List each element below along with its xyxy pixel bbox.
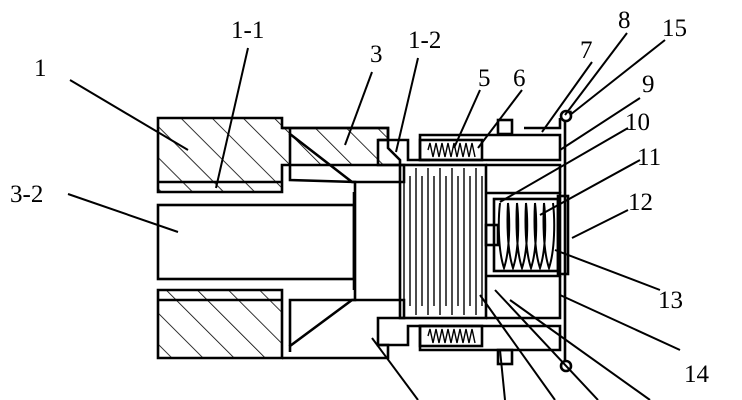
label-1: 1 — [34, 55, 47, 82]
coil-turns — [497, 202, 556, 272]
label-12: 12 — [628, 189, 653, 216]
spring-cup — [484, 191, 570, 278]
label-9: 9 — [642, 71, 655, 98]
label-11: 11 — [637, 144, 661, 171]
shaft — [156, 192, 356, 290]
label-3: 3 — [370, 41, 383, 68]
spring-bottom — [418, 324, 484, 348]
label-6: 6 — [513, 65, 526, 92]
label-13: 13 — [658, 287, 683, 314]
label-15: 15 — [662, 15, 687, 42]
label-7: 7 — [580, 37, 593, 64]
disk-stack — [398, 163, 488, 320]
label-5: 5 — [478, 65, 491, 92]
label-1-1: 1-1 — [231, 17, 264, 44]
leader-lines — [67, 32, 681, 400]
spring-coil — [427, 328, 476, 344]
label-14: 14 — [684, 361, 710, 388]
label-8: 8 — [618, 7, 631, 34]
spring-pocket — [418, 324, 484, 348]
label-10: 10 — [625, 109, 650, 136]
spring-coil — [427, 142, 476, 158]
label-3-2: 3-2 — [10, 181, 43, 208]
label-1-2: 1-2 — [408, 27, 441, 54]
spring-pocket — [418, 138, 484, 162]
disk-stack-frame — [398, 163, 488, 320]
part-labels: 1 1-1 3 1-2 5 6 7 8 15 9 10 11 12 13 14 … — [10, 7, 710, 388]
spring-top — [418, 138, 484, 162]
coil-spring — [497, 202, 556, 272]
